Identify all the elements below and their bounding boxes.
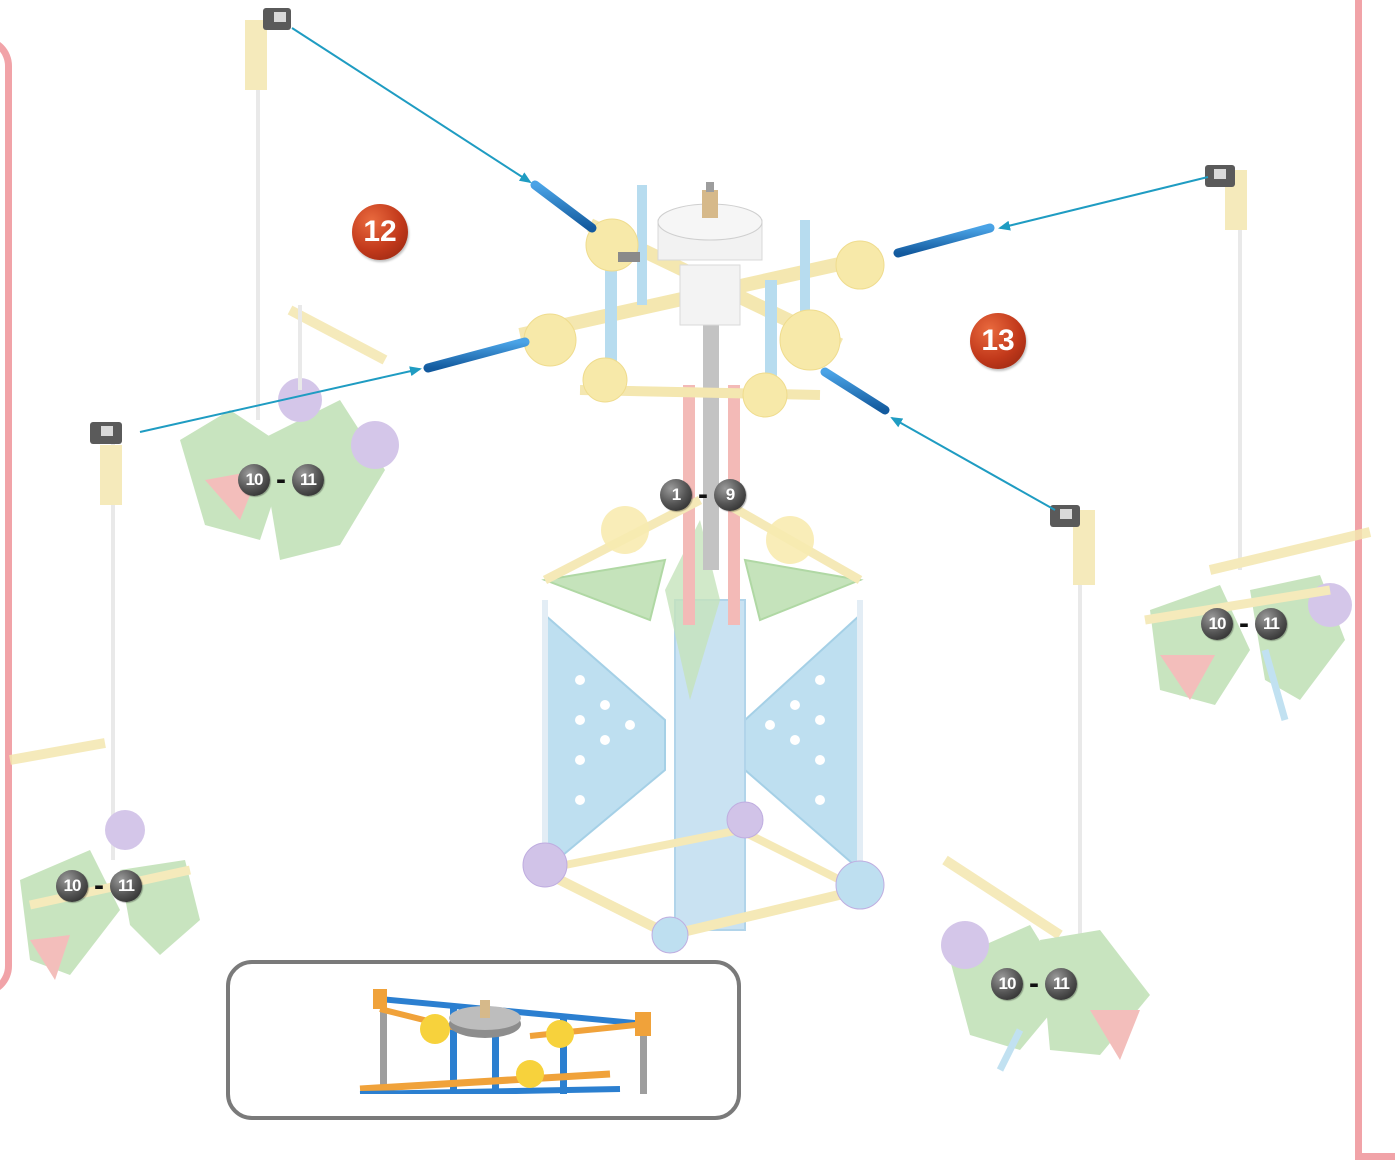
blue-rod-icon xyxy=(820,367,890,415)
step-ref-start: 1 xyxy=(660,479,692,511)
step-ref-start: 10 xyxy=(56,870,88,902)
assembly-thumbnail-icon xyxy=(359,989,651,1099)
step-ref-end: 11 xyxy=(292,464,324,496)
step-ref-end: 11 xyxy=(1255,608,1287,640)
center-tower-ghost xyxy=(522,290,885,954)
assembly-arrow-icon xyxy=(998,176,1209,231)
step-ref-separator: - xyxy=(94,869,104,902)
hub-arms-ghost xyxy=(518,182,885,418)
blue-rod-icon xyxy=(423,337,530,373)
step-range-reference: 1 - 9 xyxy=(660,478,746,512)
step-range-reference: 10 - 11 xyxy=(1201,607,1287,641)
step-range-reference: 10 - 11 xyxy=(56,869,142,903)
swing-seat-ghost-3 xyxy=(1144,170,1372,721)
gray-clip-connector-icon xyxy=(1050,505,1080,527)
completed-assembly-inset xyxy=(226,960,741,1120)
panel-holes xyxy=(575,675,825,805)
step-number-badge: 12 xyxy=(352,204,408,260)
swing-seat-ghost-4 xyxy=(941,510,1150,1072)
step-ref-end: 11 xyxy=(1045,968,1077,1000)
gray-clip-connector-icon xyxy=(1205,165,1235,187)
step-range-reference: 10 - 11 xyxy=(991,967,1077,1001)
step-ref-separator: - xyxy=(1239,607,1249,640)
gray-clip-connector-icon xyxy=(263,8,291,30)
step-range-reference: 10 - 11 xyxy=(238,463,324,497)
assembly-arrow-icon xyxy=(291,27,532,184)
step-ref-separator: - xyxy=(698,478,708,511)
assembly-arrow-icon xyxy=(890,417,1056,511)
carousel-assembly-diagram xyxy=(9,8,1372,1072)
gray-clip-connector-icon xyxy=(90,422,122,444)
step-ref-end: 11 xyxy=(110,870,142,902)
step-ref-separator: - xyxy=(276,463,286,496)
step-ref-start: 10 xyxy=(238,464,270,496)
step-ref-end: 9 xyxy=(714,479,746,511)
step-ref-start: 10 xyxy=(1201,608,1233,640)
blue-rod-icon xyxy=(530,180,597,233)
step-ref-start: 10 xyxy=(991,968,1023,1000)
step-ref-separator: - xyxy=(1029,967,1039,1000)
blue-rod-icon xyxy=(893,223,995,258)
step-number-badge: 13 xyxy=(970,313,1026,369)
assembly-arrow-icon xyxy=(139,366,422,433)
